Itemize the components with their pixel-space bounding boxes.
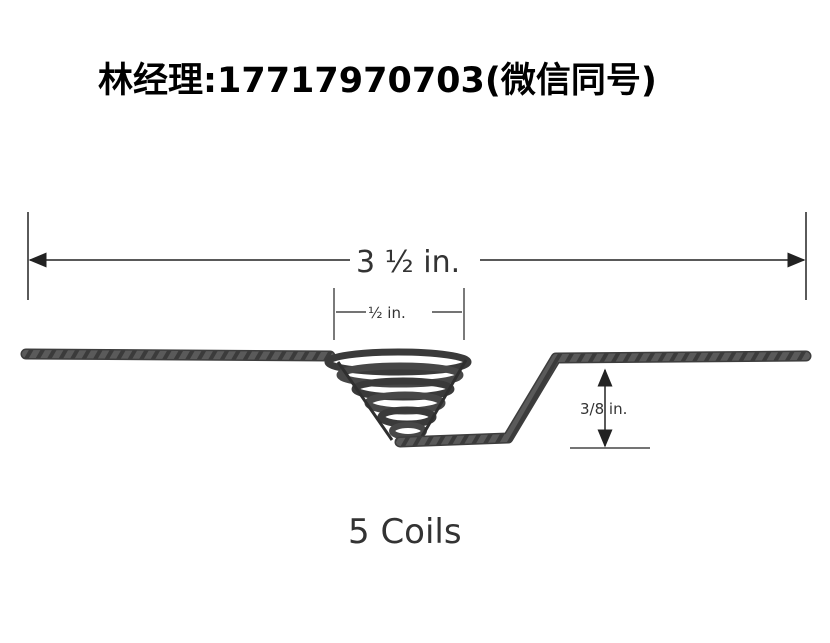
twisted-wire	[20, 348, 812, 448]
coil-width-label: ½ in.	[368, 304, 406, 322]
drop-height-label: 3/8 in.	[580, 400, 627, 418]
coil-count-caption: 5 Coils	[348, 512, 462, 552]
overall-length-label: 3 ½ in.	[356, 245, 460, 280]
overall-length-dimension: 3 ½ in.	[27, 212, 807, 300]
drop-height-dimension: 3/8 in.	[570, 368, 650, 449]
contact-line: 林经理:17717970703(微信同号)	[98, 61, 657, 101]
coil-width-dimension: ½ in.	[333, 288, 465, 340]
coil	[324, 348, 472, 441]
